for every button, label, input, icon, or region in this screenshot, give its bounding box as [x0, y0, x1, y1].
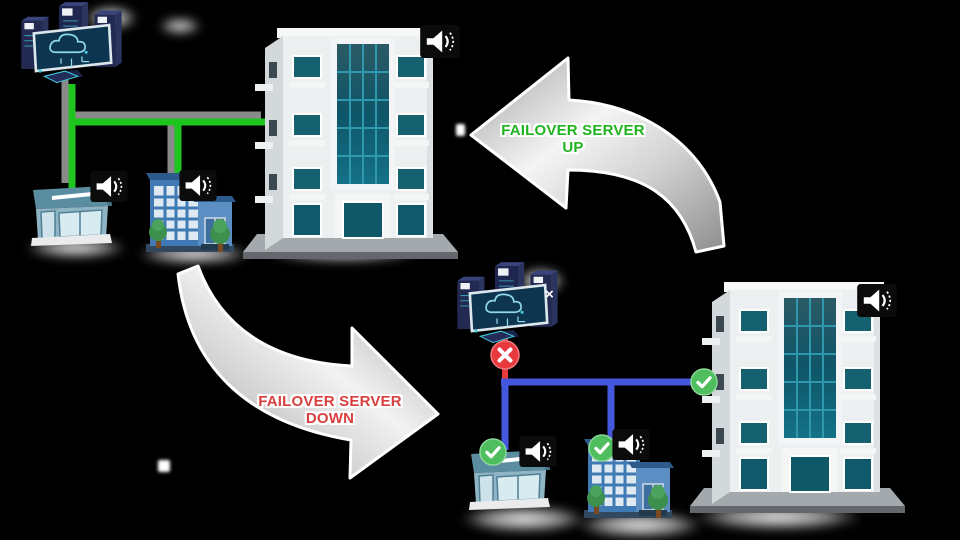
speaker-icon: [857, 284, 897, 317]
white-speck: [158, 460, 170, 472]
failover-up-arrow: [469, 56, 726, 254]
speaker-icon: [90, 171, 128, 202]
speaker-icon: [420, 25, 460, 58]
server-cluster-icon-down: [452, 260, 564, 352]
server-cluster-icon-primary: [16, 0, 128, 92]
speaker-icon: [612, 429, 650, 460]
sparkle-decor: ×: [545, 286, 554, 303]
check-icon: [690, 368, 718, 396]
speaker-icon: [519, 436, 557, 467]
white-glow: [464, 506, 584, 532]
speaker-icon: [179, 170, 217, 201]
failover-up-label: FAILOVER SERVER UP: [501, 122, 645, 156]
failover-down-label: FAILOVER SERVER DOWN: [258, 393, 402, 427]
check-icon: [479, 438, 507, 466]
x-mark-icon: [490, 340, 520, 370]
failover-down-arrow: [176, 264, 440, 480]
white-glow: [160, 18, 200, 34]
white-speck: [456, 124, 465, 136]
